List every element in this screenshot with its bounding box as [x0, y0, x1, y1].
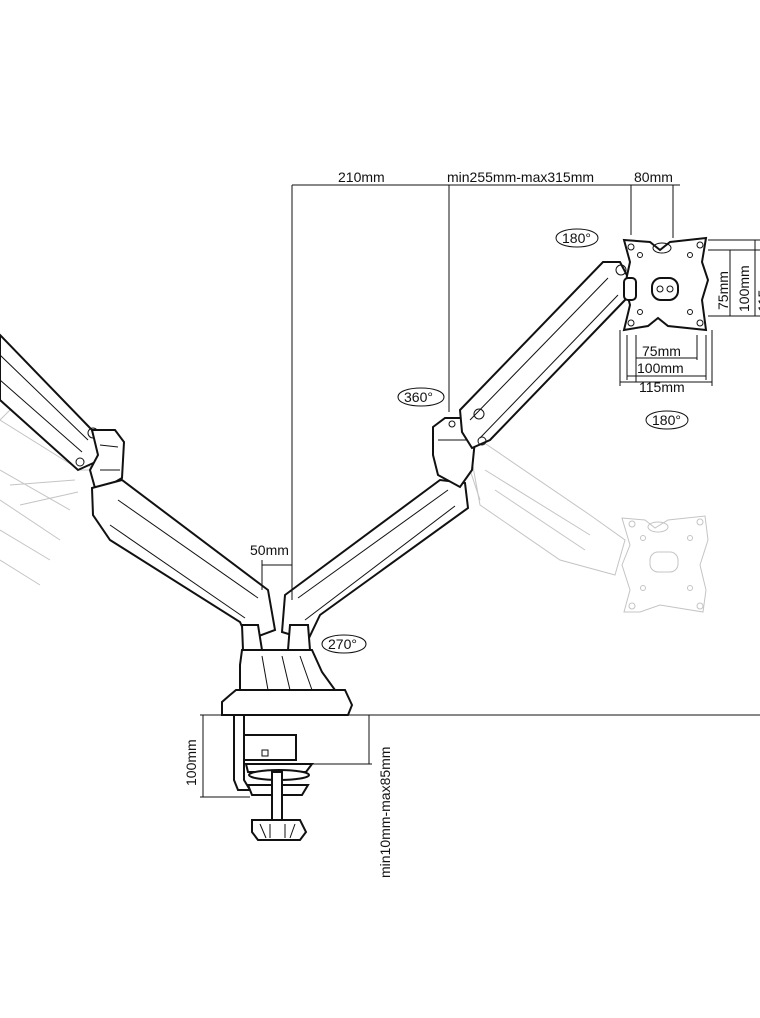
rotation-180-bottom-label: 180° [652, 412, 681, 428]
dim-clamp-height: 100mm [183, 739, 199, 786]
pole-base [221, 624, 354, 716]
left-upper-arm [0, 333, 102, 472]
ghost-left-arm [0, 409, 97, 586]
ghost-vesa-plate [621, 515, 709, 613]
dimension-lines [200, 184, 760, 798]
rotation-270: 270° [321, 634, 367, 654]
dim-vesa-h-100: 100mm [637, 360, 684, 376]
dim-reach: 210mm [338, 169, 385, 185]
dim-pole-offset: 50mm [250, 542, 289, 558]
rotation-180-bottom: 180° [645, 410, 689, 430]
rotation-180-top-label: 180° [562, 230, 591, 246]
ghost-right-arm [469, 439, 626, 576]
dim-desk-thickness: min10mm-max85mm [377, 747, 393, 878]
rotation-360-label: 360° [404, 389, 433, 405]
rotation-360: 360° [397, 387, 445, 407]
right-forearm [280, 478, 470, 642]
right-upper-arm [458, 261, 634, 450]
rotation-180-top: 180° [555, 228, 599, 248]
dim-tilt-offset: 80mm [634, 169, 673, 185]
dim-vesa-v-75: 75mm [715, 271, 731, 310]
vesa-plate [622, 236, 710, 332]
dim-vesa-v-115: 115mm [755, 266, 760, 312]
left-elbow-joint [88, 429, 126, 490]
dim-vesa-v-100: 100mm [736, 265, 752, 312]
dim-vesa-h-75: 75mm [642, 343, 681, 359]
dim-vesa-h-115: 115mm [639, 379, 685, 395]
dim-arm-length: min255mm-max315mm [447, 169, 594, 185]
desk-clamp [233, 714, 314, 841]
left-forearm [90, 478, 277, 642]
rotation-270-label: 270° [328, 636, 357, 652]
